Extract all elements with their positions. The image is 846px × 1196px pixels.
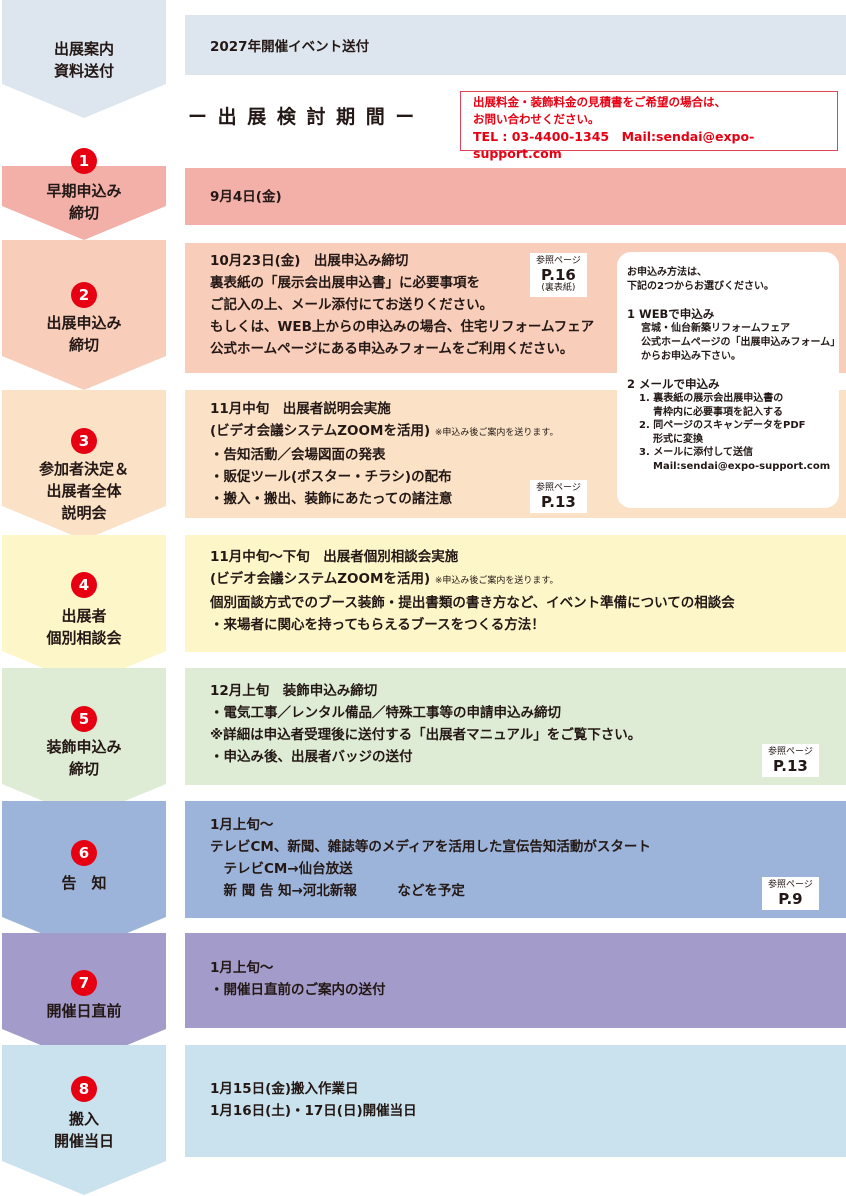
step-arrow-8 bbox=[2, 1045, 166, 1195]
apply-mail-title: 2 メールで申込み bbox=[627, 377, 720, 391]
apply-intro: お申込み方法は、下記の2つからお選びください。 bbox=[627, 267, 774, 292]
apply-method-box: お申込み方法は、下記の2つからお選びください。 1 WEBで申込み 宮城・仙台新… bbox=[617, 252, 841, 508]
row-6-text: 1月上旬〜テレビCM、新聞、雑誌等のメディアを活用した宣伝告知活動がスタート テ… bbox=[210, 817, 651, 899]
row-1-date: 9月4日(金) bbox=[210, 189, 282, 205]
notice-line: お問い合わせください。 bbox=[473, 112, 600, 126]
row-5-text: 12月上旬 装飾申込み締切・電気工事／レンタル備品／特殊工事等の申請申込み締切※… bbox=[210, 683, 642, 765]
step-number-5: 5 bbox=[71, 706, 97, 732]
step-label-7: 開催日直前 bbox=[46, 1002, 122, 1020]
step-number-2: 2 bbox=[71, 282, 97, 308]
notice-contact: TEL : 03-4400-1345 Mail:sendai@expo-supp… bbox=[473, 129, 755, 161]
step-arrow-4 bbox=[2, 535, 166, 685]
step-arrow-5 bbox=[2, 668, 166, 818]
row-4-text: 11月中旬〜下旬 出展者個別相談会実施(ビデオ会議システムZOOMを活用) ※申… bbox=[210, 549, 735, 633]
step-number-4: 4 bbox=[71, 572, 97, 598]
step-label-6: 告 知 bbox=[61, 874, 107, 892]
step-arrow-3 bbox=[2, 390, 166, 540]
estimate-notice: 出展料金・装飾料金の見積書をご希望の場合は、 お問い合わせください。 TEL :… bbox=[460, 91, 838, 161]
step-label-1: 早期申込み締切 bbox=[46, 182, 122, 222]
notice-line: 出展料金・装飾料金の見積書をご希望の場合は、 bbox=[473, 95, 726, 109]
row-3-text: 11月中旬 出展者説明会実施(ビデオ会議システムZOOMを活用) ※申込み後ご案… bbox=[210, 401, 559, 507]
apply-mail-lines: 1. 裏表紙の展示会出展申込書の 青枠内に必要事項を記入する 2. 同ページのス… bbox=[639, 393, 831, 472]
apply-web-title: 1 WEBで申込み bbox=[627, 307, 715, 321]
step-label-4: 出展者個別相談会 bbox=[46, 607, 122, 647]
row-7-box bbox=[185, 933, 846, 1028]
row-6-box bbox=[185, 801, 846, 918]
step-number-8: 8 bbox=[71, 1076, 97, 1102]
row-5-box bbox=[185, 668, 846, 785]
step-label-5: 装飾申込み締切 bbox=[46, 738, 122, 778]
step-arrow-7 bbox=[2, 933, 166, 1063]
step-label-0: 出展案内資料送付 bbox=[53, 40, 114, 80]
row-2-text: 10月23日(金) 出展申込み締切裏表紙の「展示会出展申込書」に必要事項をご記入… bbox=[210, 253, 595, 357]
step-number-6: 6 bbox=[71, 840, 97, 866]
apply-web-lines: 宮城・仙台新築リフォームフェア公式ホームページの「出展申込みフォーム」からお申込… bbox=[641, 323, 841, 362]
step-label-2: 出展申込み締切 bbox=[46, 314, 122, 354]
row-8-box bbox=[185, 1045, 846, 1157]
row-0-box bbox=[185, 15, 846, 75]
row-4-box bbox=[185, 535, 846, 652]
step-arrow-2 bbox=[2, 240, 166, 390]
period-title: ー 出 展 検 討 期 間 ー bbox=[188, 106, 417, 128]
row-7-text: 1月上旬〜・開催日直前のご案内の送付 bbox=[210, 960, 386, 998]
step-number-1: 1 bbox=[71, 148, 97, 174]
step-label-8: 搬入開催当日 bbox=[53, 1110, 114, 1150]
step-label-3: 参加者決定＆出展者全体説明会 bbox=[38, 460, 129, 522]
row-1-box bbox=[185, 168, 846, 225]
step-number-7: 7 bbox=[71, 970, 97, 996]
step-arrow-6 bbox=[2, 801, 166, 951]
row-0-text: 2027年開催イベント送付 bbox=[210, 39, 370, 55]
step-number-3: 3 bbox=[71, 428, 97, 454]
